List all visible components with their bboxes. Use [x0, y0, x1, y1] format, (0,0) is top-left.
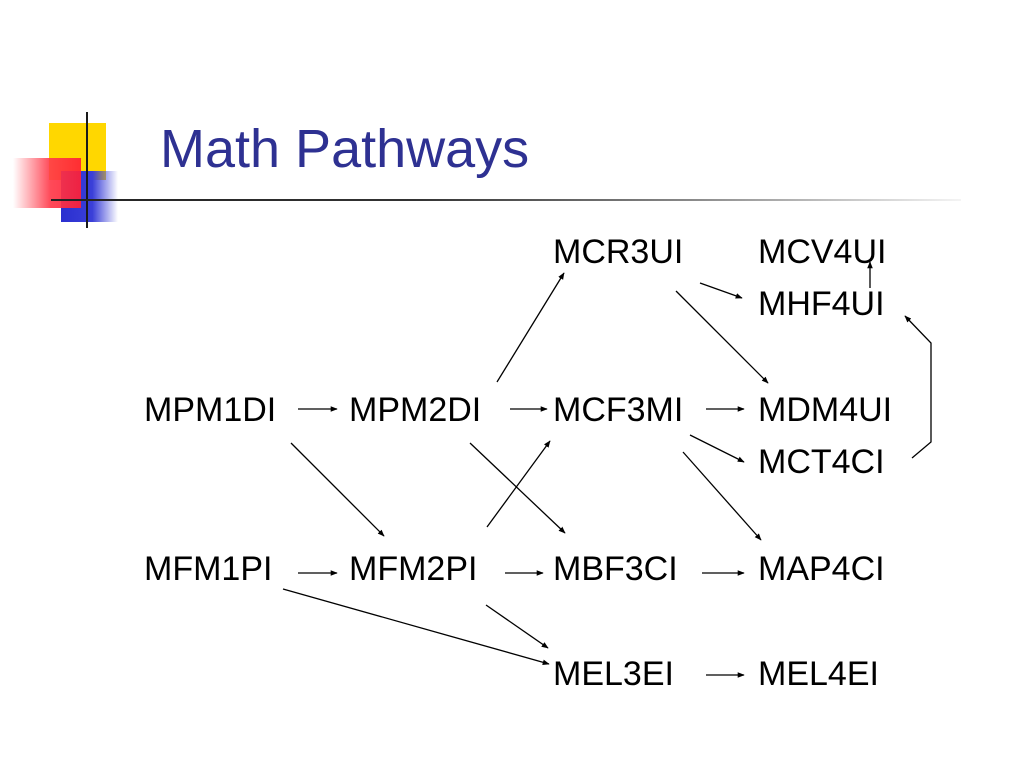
arrow-mfm2pi-mel3ei [485, 604, 549, 649]
arrow-mcr3ui-mhf4ui [699, 282, 743, 299]
arrow-mfm2pi-mcf3mi [486, 440, 551, 528]
course-mpm1di: MPM1DI [144, 391, 277, 429]
course-mdm4ui: MDM4UI [758, 391, 893, 429]
course-mel3ei: MEL3EI [553, 655, 674, 693]
course-map4ci: MAP4CI [758, 550, 885, 588]
course-mbf3ci: MBF3CI [553, 550, 678, 588]
course-mcr3ui: MCR3UI [553, 233, 684, 271]
course-mel4ei: MEL4EI [758, 655, 879, 693]
title-underline [51, 199, 961, 201]
course-mfm2pi: MFM2PI [349, 550, 478, 588]
arrow-mcf3mi-map4ci [682, 451, 762, 541]
course-mpm2di: MPM2DI [349, 391, 482, 429]
arrow-mpm2di-mbf3ci [469, 442, 566, 534]
arrow-mpm1di-mfm2pi [290, 442, 385, 537]
course-mct4ci: MCT4CI [758, 443, 885, 481]
course-mhf4ui: MHF4UI [758, 285, 885, 323]
arrow-mfm1pi-mel3ei [282, 588, 550, 665]
arrow-mct4ci-mhf4ui [904, 315, 932, 459]
arrow-mpm2di-mcr3ui [496, 272, 565, 383]
decor-vertical-line [86, 112, 88, 228]
course-mcf3mi: MCF3MI [553, 391, 684, 429]
course-mfm1pi: MFM1PI [144, 550, 273, 588]
arrow-mcf3mi-mct4ci [689, 434, 745, 463]
arrow-mcr3ui-mdm4ui [675, 290, 769, 384]
slide-title: Math Pathways [160, 119, 530, 179]
course-mcv4ui: MCV4UI [758, 233, 887, 271]
